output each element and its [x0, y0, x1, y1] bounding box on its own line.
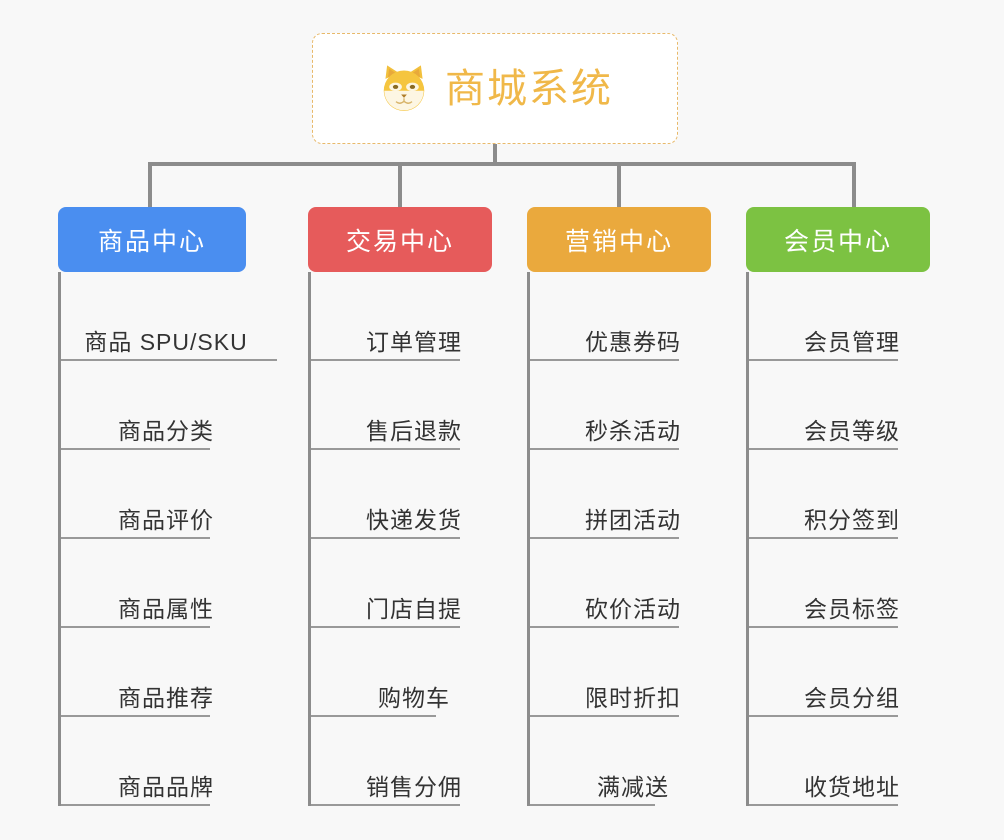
leaf-underline: [61, 804, 210, 806]
branch-column-1: 商品中心 商品 SPU/SKU 商品分类 商品评价 商品属性 商品推荐 商品品牌: [58, 207, 277, 806]
leaf-item[interactable]: 门店自提: [311, 539, 492, 628]
leaf-label: 购物车: [378, 684, 450, 711]
leaf-item[interactable]: 会员等级: [749, 361, 930, 450]
leaf-item[interactable]: 满减送: [530, 717, 711, 806]
leaf-underline: [61, 537, 210, 539]
leaf-item[interactable]: 砍价活动: [530, 539, 711, 628]
leaf-label: 商品评价: [118, 506, 214, 533]
leaf-underline: [311, 626, 460, 628]
leaf-underline: [311, 359, 460, 361]
leaf-item[interactable]: 优惠券码: [530, 272, 711, 361]
leaf-underline: [749, 715, 898, 717]
leaf-item[interactable]: 销售分佣: [311, 717, 492, 806]
leaf-underline: [749, 359, 898, 361]
leaf-item[interactable]: 积分签到: [749, 450, 930, 539]
leaf-label: 快递发货: [366, 506, 462, 533]
leaf-label: 优惠券码: [585, 328, 681, 355]
connector-drop-3: [617, 162, 621, 208]
leaf-item[interactable]: 商品属性: [61, 539, 246, 628]
leaf-underline: [530, 537, 679, 539]
leaf-label: 门店自提: [366, 595, 462, 622]
leaf-underline: [749, 537, 898, 539]
leaf-label: 拼团活动: [585, 506, 681, 533]
leaf-label: 商品推荐: [118, 684, 214, 711]
leaf-underline: [311, 448, 460, 450]
branch-column-4: 会员中心 会员管理 会员等级 积分签到 会员标签 会员分组 收货地址: [746, 207, 930, 806]
leaf-underline: [530, 804, 655, 806]
leaf-underline: [749, 804, 898, 806]
leaf-underline: [311, 537, 460, 539]
leaf-item[interactable]: 拼团活动: [530, 450, 711, 539]
leaf-label: 商品品牌: [118, 773, 214, 800]
leaf-item[interactable]: 快递发货: [311, 450, 492, 539]
leaf-underline: [530, 715, 679, 717]
leaf-label: 会员等级: [804, 417, 900, 444]
connector-drop-2: [398, 162, 402, 208]
connector-horizontal-bus: [150, 162, 856, 166]
leaf-item[interactable]: 会员管理: [749, 272, 930, 361]
leaf-item[interactable]: 会员分组: [749, 628, 930, 717]
leaf-underline: [61, 626, 210, 628]
leaf-underline: [749, 448, 898, 450]
leaf-label: 商品 SPU/SKU: [84, 328, 248, 355]
connector-drop-1: [148, 162, 152, 208]
leaf-label: 售后退款: [366, 417, 462, 444]
leaf-list-2: 订单管理 售后退款 快递发货 门店自提 购物车 销售分佣: [308, 272, 492, 806]
branch-header-label: 营销中心: [564, 227, 673, 256]
leaf-label: 商品分类: [118, 417, 214, 444]
branch-column-3: 营销中心 优惠券码 秒杀活动 拼团活动 砍价活动 限时折扣 满减送: [527, 207, 711, 806]
leaf-label: 砍价活动: [585, 595, 681, 622]
leaf-item[interactable]: 售后退款: [311, 361, 492, 450]
root-node[interactable]: 商城系统: [312, 33, 678, 144]
leaf-label: 收货地址: [804, 773, 900, 800]
branch-header-label: 会员中心: [783, 227, 892, 256]
leaf-underline: [530, 359, 679, 361]
leaf-underline: [61, 715, 210, 717]
leaf-underline: [530, 448, 679, 450]
branch-header-2[interactable]: 交易中心: [308, 207, 492, 272]
leaf-underline: [311, 804, 460, 806]
connector-root-stem: [493, 144, 497, 164]
leaf-item[interactable]: 商品评价: [61, 450, 246, 539]
leaf-label: 会员标签: [804, 595, 900, 622]
leaf-item[interactable]: 商品分类: [61, 361, 246, 450]
leaf-item[interactable]: 收货地址: [749, 717, 930, 806]
leaf-underline: [530, 626, 679, 628]
leaf-label: 积分签到: [804, 506, 900, 533]
leaf-label: 商品属性: [118, 595, 214, 622]
root-title: 商城系统: [445, 66, 613, 111]
leaf-label: 秒杀活动: [585, 417, 681, 444]
leaf-item[interactable]: 购物车: [311, 628, 492, 717]
leaf-underline: [749, 626, 898, 628]
leaf-underline: [61, 448, 210, 450]
leaf-label: 会员分组: [804, 684, 900, 711]
leaf-item[interactable]: 商品推荐: [61, 628, 246, 717]
leaf-item[interactable]: 限时折扣: [530, 628, 711, 717]
branch-header-label: 交易中心: [345, 227, 454, 256]
leaf-underline: [311, 715, 436, 717]
leaf-label: 满减送: [597, 773, 669, 800]
leaf-list-3: 优惠券码 秒杀活动 拼团活动 砍价活动 限时折扣 满减送: [527, 272, 711, 806]
leaf-item[interactable]: 会员标签: [749, 539, 930, 628]
leaf-item[interactable]: 订单管理: [311, 272, 492, 361]
leaf-label: 销售分佣: [366, 773, 462, 800]
branch-header-3[interactable]: 营销中心: [527, 207, 711, 272]
leaf-label: 限时折扣: [585, 684, 681, 711]
leaf-underline: [61, 359, 277, 361]
leaf-item[interactable]: 商品 SPU/SKU: [61, 272, 277, 361]
leaf-label: 订单管理: [366, 328, 462, 355]
branch-header-1[interactable]: 商品中心: [58, 207, 246, 272]
branch-header-label: 商品中心: [97, 227, 206, 256]
leaf-label: 会员管理: [804, 328, 900, 355]
branch-header-4[interactable]: 会员中心: [746, 207, 930, 272]
leaf-item[interactable]: 商品品牌: [61, 717, 246, 806]
leaf-list-1: 商品 SPU/SKU 商品分类 商品评价 商品属性 商品推荐 商品品牌: [58, 272, 277, 806]
leaf-item[interactable]: 秒杀活动: [530, 361, 711, 450]
shiba-dog-face-icon: [377, 62, 431, 116]
connector-drop-4: [852, 162, 856, 208]
leaf-list-4: 会员管理 会员等级 积分签到 会员标签 会员分组 收货地址: [746, 272, 930, 806]
branch-column-2: 交易中心 订单管理 售后退款 快递发货 门店自提 购物车 销售分佣: [308, 207, 492, 806]
